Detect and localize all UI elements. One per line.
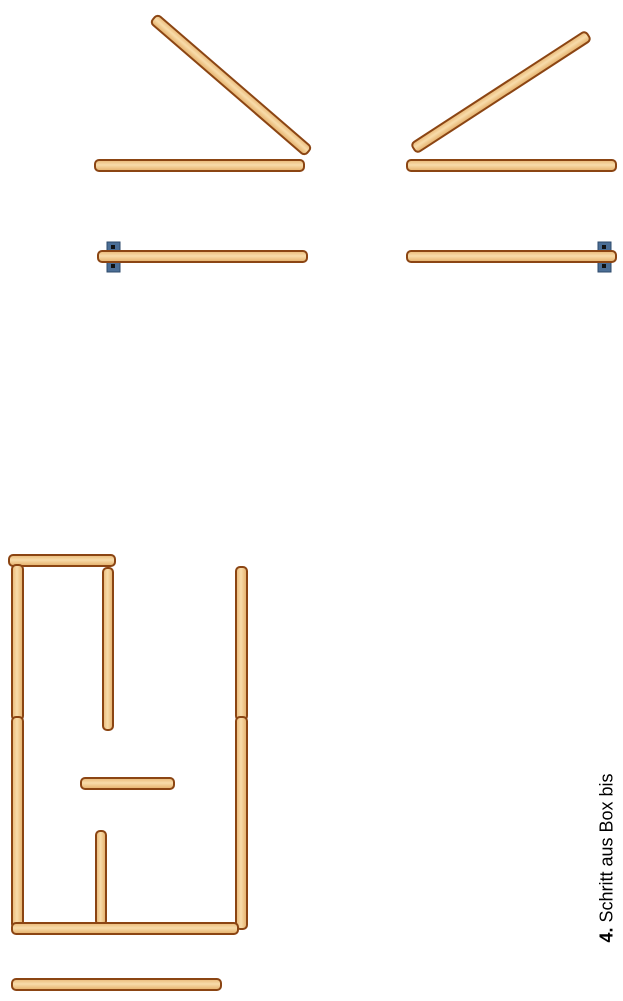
stick-horizontal-top-left	[95, 160, 304, 171]
stick-angled-top-right	[411, 31, 591, 154]
stick-frame-top	[9, 555, 115, 566]
assembly-bottom-frame	[9, 555, 247, 990]
stick-inner-vertical-upper	[103, 568, 113, 730]
clamp-dot-right-bottom	[602, 264, 606, 268]
stick-frame-right-upper	[236, 567, 247, 720]
assembly-middle-left	[98, 242, 307, 272]
assembly-top-right	[407, 31, 616, 171]
stick-horizontal-top-right	[407, 160, 616, 171]
stick-frame-right-lower	[236, 717, 247, 929]
assembly-middle-right	[407, 242, 616, 272]
stick-frame-bottom	[12, 923, 238, 934]
stick-frame-left-lower	[12, 717, 23, 928]
clamp-dot-right-top	[602, 245, 606, 249]
stick-loose-bottom	[12, 979, 221, 990]
step-text: Schritt aus Box bis	[597, 773, 617, 922]
stick-middle-right	[407, 251, 616, 262]
clamp-dot-left-top	[111, 245, 115, 249]
stick-angled-top-left	[150, 14, 312, 156]
stick-inner-vertical-lower	[96, 831, 106, 925]
stick-middle-left	[98, 251, 307, 262]
step-number: 4.	[597, 928, 617, 943]
clamp-dot-left-bottom	[111, 264, 115, 268]
stick-inner-horizontal	[81, 778, 174, 789]
assembly-top-left	[95, 14, 312, 171]
step-caption: 4. Schritt aus Box bis	[597, 773, 618, 942]
stick-frame-left-upper	[12, 565, 23, 720]
